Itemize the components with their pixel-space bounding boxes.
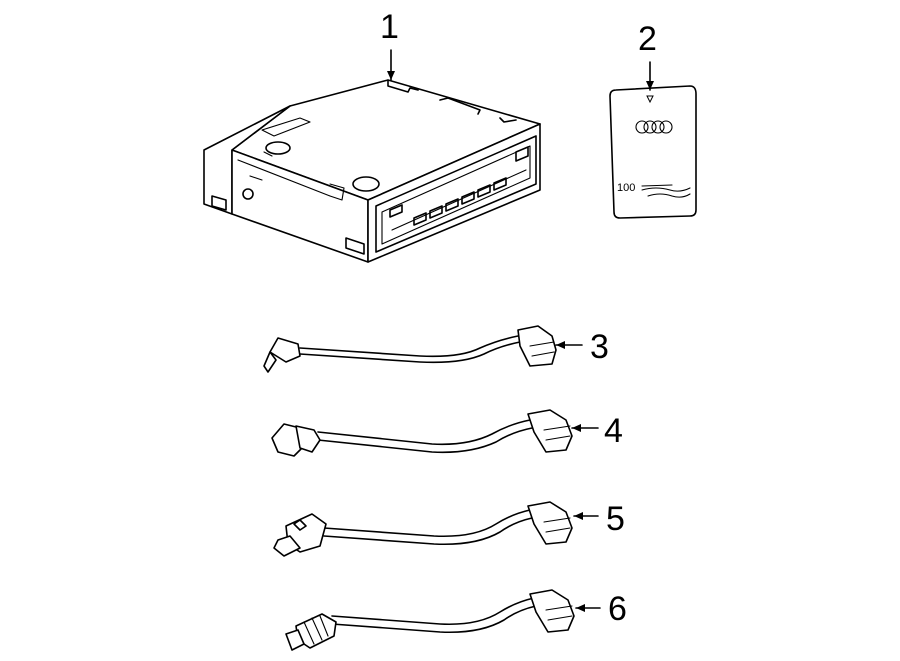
cable-coax-connector xyxy=(285,589,575,651)
callout-number-5: 5 xyxy=(606,500,625,538)
cable-3-5mm-plug xyxy=(263,325,557,373)
memory-card: 100 xyxy=(609,85,697,219)
four-rings-logo xyxy=(635,120,673,134)
cable-usb-connector xyxy=(273,501,573,557)
cable-round-connector xyxy=(271,409,573,457)
card-label: 100 xyxy=(617,182,635,194)
callout-number-3: 3 xyxy=(590,328,609,366)
callout-number-1: 1 xyxy=(380,8,399,46)
callout-number-4: 4 xyxy=(604,412,623,450)
cd-changer-unit xyxy=(203,79,541,263)
callout-number-6: 6 xyxy=(608,590,627,628)
callout-number-2: 2 xyxy=(638,20,657,58)
